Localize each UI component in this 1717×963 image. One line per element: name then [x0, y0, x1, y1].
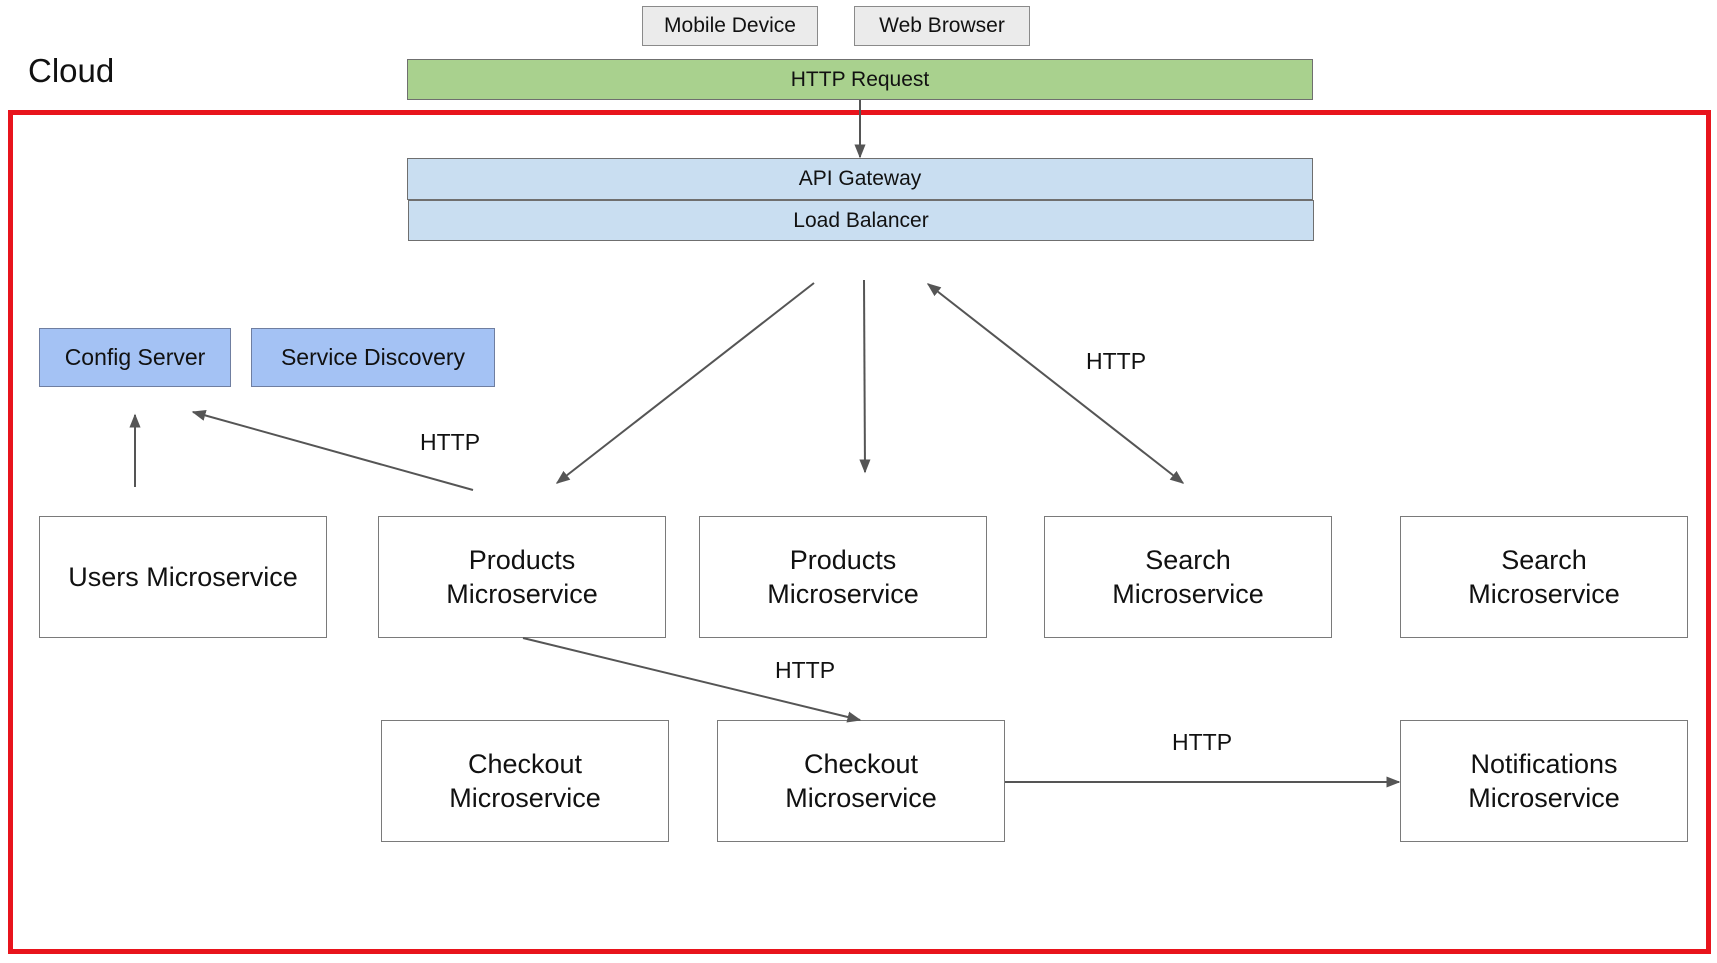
service-discovery-box: Service Discovery: [251, 328, 495, 387]
http-label-checkout-to-notifications: HTTP: [1172, 729, 1233, 755]
search-microservice-box-1: Search Microservice: [1044, 516, 1332, 638]
checkout-2-line-1: Checkout: [803, 749, 919, 779]
load-balancer-bar: Load Balancer: [408, 200, 1314, 241]
mobile-device-box: Mobile Device: [642, 6, 818, 46]
notifications-line-2: Microservice: [1468, 783, 1620, 813]
http-label-products-to-checkout: HTTP: [775, 657, 836, 683]
arrow-lb-to-products-2: [859, 279, 871, 474]
checkout-microservice-box-1: Checkout Microservice: [381, 720, 669, 842]
products-1-line-1: Products: [468, 545, 576, 575]
notifications-line-1: Notifications: [1470, 749, 1618, 779]
arrow-lb-to-products-1: [555, 282, 815, 484]
products-microservice-box-2: Products Microservice: [699, 516, 987, 638]
search-1-line-2: Microservice: [1112, 579, 1264, 609]
api-gateway-bar: API Gateway: [407, 158, 1313, 200]
cloud-title: Cloud: [28, 52, 115, 89]
products-1-line-2: Microservice: [446, 579, 598, 609]
users-microservice-label: Users Microservice: [68, 562, 298, 592]
products-2-line-2: Microservice: [767, 579, 919, 609]
http-label-lb-to-search: HTTP: [1086, 348, 1147, 374]
http-request-bar: HTTP Request: [407, 59, 1313, 100]
products-2-line-1: Products: [789, 545, 897, 575]
checkout-1-line-2: Microservice: [449, 783, 601, 813]
arrow-lb-search-bidirectional: [926, 283, 1185, 484]
web-browser-box: Web Browser: [854, 6, 1030, 46]
http-label-products-to-config: HTTP: [420, 429, 481, 455]
search-2-line-1: Search: [1501, 545, 1587, 575]
checkout-2-line-2: Microservice: [785, 783, 937, 813]
notifications-microservice-box: Notifications Microservice: [1400, 720, 1688, 842]
arrow-products-to-checkout: [522, 637, 862, 723]
checkout-1-line-1: Checkout: [467, 749, 583, 779]
products-microservice-box-1: Products Microservice: [378, 516, 666, 638]
users-microservice-box: Users Microservice: [39, 516, 327, 638]
search-microservice-box-2: Search Microservice: [1400, 516, 1688, 638]
checkout-microservice-box-2: Checkout Microservice: [717, 720, 1005, 842]
search-1-line-1: Search: [1145, 545, 1231, 575]
arrow-products-to-config: [191, 409, 474, 491]
config-server-box: Config Server: [39, 328, 231, 387]
search-2-line-2: Microservice: [1468, 579, 1620, 609]
